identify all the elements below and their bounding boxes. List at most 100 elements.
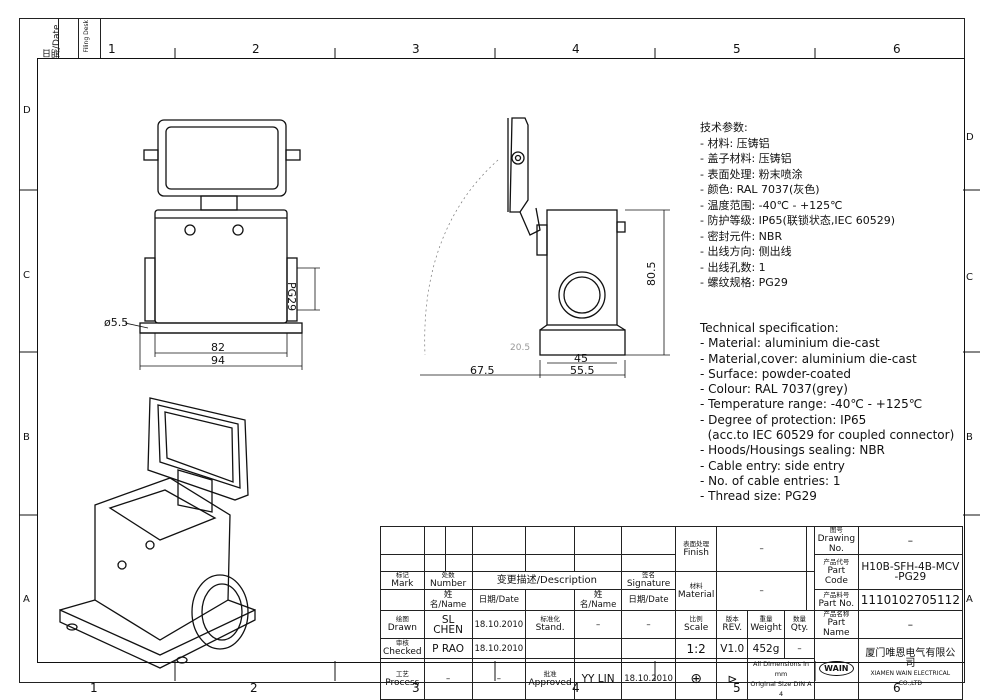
dim-side-height: 80.5	[645, 261, 658, 287]
approved-date: 18.10.2010	[621, 658, 676, 700]
zone-top-3: 3	[412, 42, 420, 56]
date-header-2: 日期/Date	[621, 589, 676, 611]
row-letter-c-right: C	[966, 272, 973, 283]
stand-date: –	[621, 610, 676, 639]
dim-side-67: 67.5	[470, 364, 495, 377]
dim-side-55: 55.5	[570, 364, 595, 377]
spec-cn-item: - 温度范围: -40℃ - +125℃	[700, 198, 843, 212]
zone-bottom-1: 1	[90, 681, 98, 695]
spec-en-item: - Colour: RAL 7037(grey)	[700, 382, 848, 397]
projection-symbol: ⊕	[674, 658, 718, 700]
spec-cn-item: - 表面处理: 粉末喷涂	[700, 167, 803, 181]
approved-name: YY LIN	[573, 658, 623, 700]
part-no-value: 1110102705112	[857, 589, 964, 611]
wain-logo: WAIN	[814, 638, 859, 700]
zone-bottom-2: 2	[250, 681, 258, 695]
drawn-name: SL CHEN	[423, 610, 473, 639]
spec-cn-item: - 盖子材料: 压铸铝	[700, 152, 792, 165]
scale-value: 1:2	[674, 638, 718, 659]
process-date: –	[471, 658, 527, 700]
checked-name: P RAO	[423, 638, 473, 659]
date-header-1: 日期/Date	[471, 589, 527, 611]
drawing-no-value: –	[857, 526, 964, 555]
row-letter-a-right: A	[966, 594, 973, 605]
spec-cn-item: - 材料: 压铸铝	[700, 136, 770, 150]
row-letter-c-left: C	[23, 270, 30, 281]
rev-value: V1.0	[716, 638, 749, 659]
part-name-value: –	[857, 610, 964, 639]
front-view	[139, 119, 303, 334]
finish-value: –	[716, 526, 807, 572]
weight-value: 452g	[747, 638, 785, 659]
spec-cn-item: - 防护等级: IP65(联锁状态,IEC 60529)	[700, 214, 895, 227]
spec-en-item: - No. of cable entries: 1	[700, 473, 841, 488]
zone-top-6: 6	[893, 42, 901, 56]
spec-en-item: - Surface: powder-coated	[700, 366, 851, 381]
name-header-1: 姓名/Name	[423, 589, 473, 611]
spec-cn-item: - 螺纹规格: PG29	[700, 276, 788, 289]
spec-cn-title: 技术参数:	[700, 121, 748, 134]
zone-top-2: 2	[252, 42, 260, 56]
part-code-value: H10B-SFH-4B-MCV-PG29	[857, 554, 964, 590]
spec-cn-item: - 出线方向: 侧出线	[700, 245, 792, 258]
zone-top-1: 1	[108, 42, 116, 56]
row-letter-b-right: B	[966, 432, 973, 443]
spec-cn-item: - 出线孔数: 1	[700, 260, 766, 274]
checked-date: 18.10.2010	[471, 638, 527, 659]
spec-en-item: (acc.to IEC 60529 for coupled connector)	[700, 428, 955, 443]
qty-value: –	[784, 638, 815, 659]
drawn-date: 18.10.2010	[471, 610, 527, 639]
dim-hole-diameter: ø5.5	[104, 316, 129, 329]
row-letter-a-left: A	[23, 594, 30, 605]
dim-thread: PG29	[285, 282, 298, 312]
zone-top-5: 5	[733, 42, 741, 56]
spec-cn-item: - 密封元件: NBR	[700, 229, 783, 243]
spec-en-block: Technical specification: - Material: alu…	[700, 321, 954, 505]
row-letter-d-left: D	[23, 105, 31, 116]
projection-symbol-2: ⊳	[716, 658, 749, 700]
name-header-2: 姓名/Name	[573, 589, 623, 611]
side-view	[507, 117, 626, 356]
zone-top-4: 4	[572, 42, 580, 56]
spec-cn-item: - 颜色: RAL 7037(灰色)	[700, 183, 820, 196]
spec-en-item: - Material,cover: aluminium die-cast	[700, 351, 917, 366]
spec-en-item: - Cable entry: side entry	[700, 458, 845, 473]
dim-front-width-82: 82	[211, 341, 225, 354]
spec-en-item: - Temperature range: -40℃ - +125℃	[700, 397, 923, 412]
dim-side-45: 45	[574, 352, 588, 365]
row-letter-d-right: D	[966, 132, 974, 143]
spec-en-item: - Hoods/Housings sealing: NBR	[700, 443, 885, 458]
dim-side-small: 20.5	[510, 343, 531, 353]
spec-en-item: - Degree of protection: IP65	[700, 412, 867, 427]
spec-en-title: Technical specification:	[700, 321, 839, 335]
row-letter-b-left: B	[23, 432, 30, 443]
spec-en-item: - Thread size: PG29	[700, 489, 817, 504]
dim-front-width-94: 94	[211, 354, 225, 367]
material-value: –	[716, 571, 807, 611]
stand-name: –	[573, 610, 623, 639]
spec-en-item: - Material: aluminium die-cast	[700, 336, 880, 351]
spec-cn-block: 技术参数: - 材料: 压铸铝 - 盖子材料: 压铸铝 - 表面处理: 粉末喷涂…	[700, 120, 895, 291]
isometric-view	[59, 397, 256, 669]
